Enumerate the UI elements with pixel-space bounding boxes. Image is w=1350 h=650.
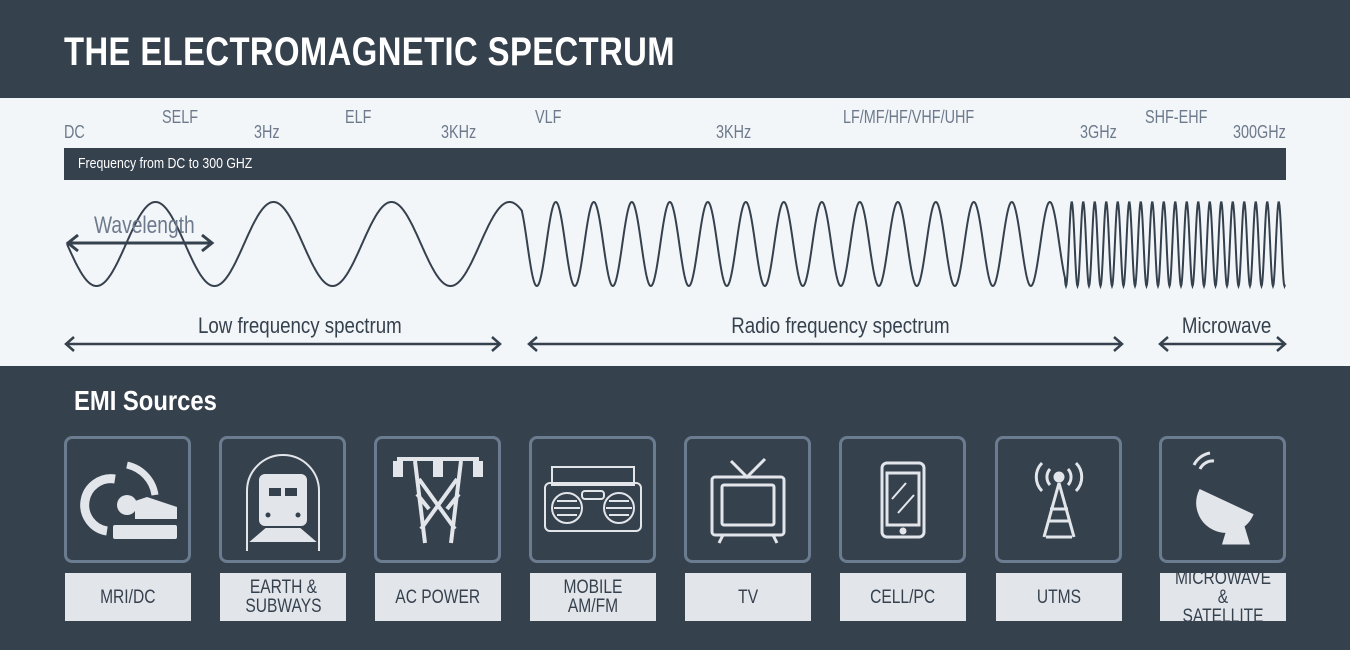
emi-heading: EMI Sources: [74, 385, 217, 416]
microwave-label: Microwave: [1181, 313, 1272, 338]
wavelength-label: Wavelength: [94, 212, 195, 239]
band-label-elf: ELF: [345, 107, 372, 127]
tv-icon: [684, 436, 811, 563]
source-label: TV: [738, 586, 758, 608]
band-label-300ghz: 300GHz: [1233, 122, 1286, 142]
power-tower-icon: [374, 436, 501, 563]
page-title: THE ELECTROMAGNETIC SPECTRUM: [64, 30, 676, 74]
band-label-3ghz: 3GHz: [1080, 122, 1117, 142]
source-label: EARTH & SUBWAYS: [244, 577, 322, 617]
spectrum-band: [0, 98, 1350, 366]
source-ac-power: AC POWER: [375, 573, 501, 621]
source-earth-subways: EARTH & SUBWAYS: [220, 573, 346, 621]
source-label: CELL/PC: [870, 586, 936, 608]
source-mri-dc: MRI/DC: [65, 573, 191, 621]
source-utms: UTMS: [996, 573, 1122, 621]
source-label: MOBILE AM/FM: [563, 577, 623, 617]
subway-train-icon: [219, 436, 346, 563]
wave-graphic: [64, 200, 1287, 352]
antenna-tower-icon: [995, 436, 1122, 563]
band-label-lf-uhf: LF/MF/HF/VHF/UHF: [843, 107, 975, 127]
frequency-bar-label: Frequency from DC to 300 GHZ: [78, 155, 253, 172]
source-cell-pc: CELL/PC: [840, 573, 966, 621]
radio-frequency-label: Radio frequency spectrum: [731, 313, 950, 338]
band-label-self: SELF: [162, 107, 199, 127]
source-label: MRI/DC: [100, 586, 156, 608]
mri-scanner-icon: [64, 436, 191, 563]
sine-wave: [66, 200, 1286, 290]
band-label-vlf: VLF: [535, 107, 562, 127]
source-label: UTMS: [1036, 586, 1082, 608]
microwave-arrow: [1158, 336, 1287, 352]
low-frequency-arrow: [64, 336, 502, 352]
frequency-bar: Frequency from DC to 300 GHZ: [64, 148, 1286, 180]
satellite-dish-icon: [1159, 436, 1286, 563]
radio-boombox-icon: [529, 436, 656, 563]
band-label-dc: DC: [64, 122, 85, 142]
low-frequency-label: Low frequency spectrum: [197, 313, 402, 338]
source-label: MICROWAVE & SATELLITE: [1174, 567, 1272, 627]
band-label-3hz: 3Hz: [254, 122, 280, 142]
source-label: AC POWER: [395, 586, 481, 608]
source-tv: TV: [685, 573, 811, 621]
radio-frequency-arrow: [527, 336, 1124, 352]
band-label-3khz: 3KHz: [441, 122, 477, 142]
cellphone-icon: [839, 436, 966, 563]
band-label-shf-ehf: SHF-EHF: [1145, 107, 1208, 127]
source-mobile-am-fm: MOBILE AM/FM: [530, 573, 656, 621]
wavelength-arrow: [65, 233, 215, 253]
band-label-3khz-2: 3KHz: [716, 122, 752, 142]
source-microwave-satellite: MICROWAVE & SATELLITE: [1160, 569, 1286, 626]
